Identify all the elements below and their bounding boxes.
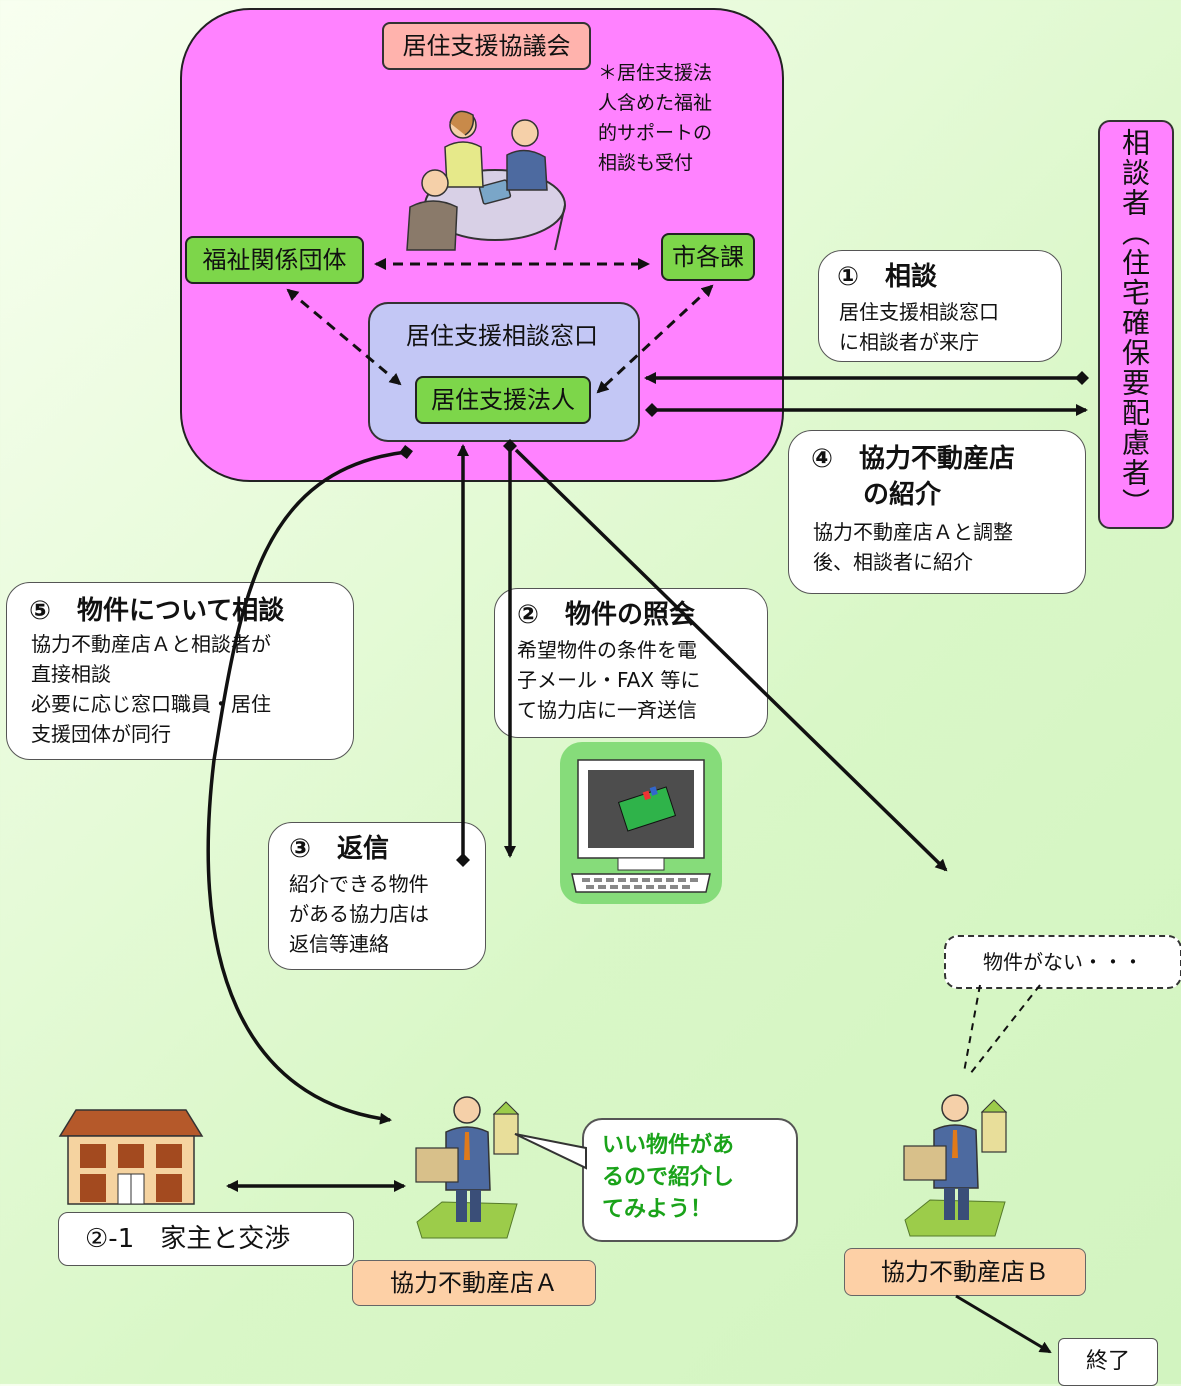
agent-b-label: 協力不動産店Ｂ: [844, 1248, 1086, 1296]
step4-body: 協力不動産店Ａと調整 後、相談者に紹介: [813, 520, 1013, 574]
arrow-to-end: [955, 1294, 1052, 1354]
council-note: ＊居住支援法 人含めた福祉 的サポートの 相談も受付: [598, 62, 713, 174]
city-departments-tag: 市各課: [661, 233, 755, 281]
arrow-welfare-corp: [286, 288, 402, 386]
step5-title: ⑤ 物件について相談: [29, 596, 285, 626]
computer-icon: [560, 742, 722, 904]
step2-1-box: ②-1 家主と交渉: [58, 1212, 354, 1266]
consultant-box: [1098, 120, 1174, 529]
step2-body: 希望物件の条件を電 子メール・FAX 等に て協力店に一斉送信: [517, 638, 701, 722]
arrow-city-corp: [596, 284, 714, 394]
agent-a-speech-bubble: いい物件があ るので紹介し てみよう！: [582, 1118, 798, 1242]
meeting-illustration: [406, 110, 566, 251]
agent-a-figure: [415, 1096, 520, 1239]
step3-title: ③ 返信: [289, 834, 390, 864]
step4-title: ④ 協力不動産店 の紹介: [811, 444, 1016, 510]
agent-b-thought-text: 物件がない・・・: [983, 950, 1143, 974]
support-corporation-tag: 居住支援法人: [415, 376, 591, 424]
step4-box: ④ 協力不動産店 の紹介 協力不動産店Ａと調整 後、相談者に紹介: [788, 430, 1086, 594]
arrow-step2-b: [514, 448, 948, 872]
council-title: 居住支援協議会: [382, 22, 591, 70]
step1-box: ① 相談 居住支援相談窓口 に相談者が来庁: [818, 250, 1062, 362]
step5-box: ⑤ 物件について相談 協力不動産店Ａと相談者が 直接相談 必要に応じ窓口職員・居…: [6, 582, 354, 760]
step5-body: 協力不動産店Ａと相談者が 直接相談 必要に応じ窓口職員・居住 支援団体が同行: [31, 632, 271, 746]
step2-box: ② 物件の照会 希望物件の条件を電 子メール・FAX 等に て協力店に一斉送信: [494, 588, 768, 738]
consultation-window-label: 居住支援相談窓口: [406, 322, 598, 350]
agent-a-label: 協力不動産店Ａ: [352, 1260, 596, 1306]
consultant-label: 相談者（住宅確保要配慮者）: [1118, 128, 1151, 518]
step1-body: 居住支援相談窓口 に相談者が来庁: [839, 300, 999, 354]
arrow-step5: [206, 445, 413, 1125]
step2-title: ② 物件の照会: [517, 600, 696, 630]
welfare-groups-tag: 福祉関係団体: [185, 236, 364, 284]
end-box: 終了: [1058, 1338, 1158, 1386]
house-icon: [58, 1109, 204, 1205]
agent-b-thought-bubble: 物件がない・・・: [944, 935, 1181, 989]
step2-1-title: ②-1 家主と交渉: [85, 1224, 291, 1254]
agent-b-figure: [903, 1094, 1008, 1237]
step1-title: ① 相談: [837, 262, 938, 292]
agent-a-speech-text: いい物件があ るので紹介し てみよう！: [602, 1133, 735, 1222]
